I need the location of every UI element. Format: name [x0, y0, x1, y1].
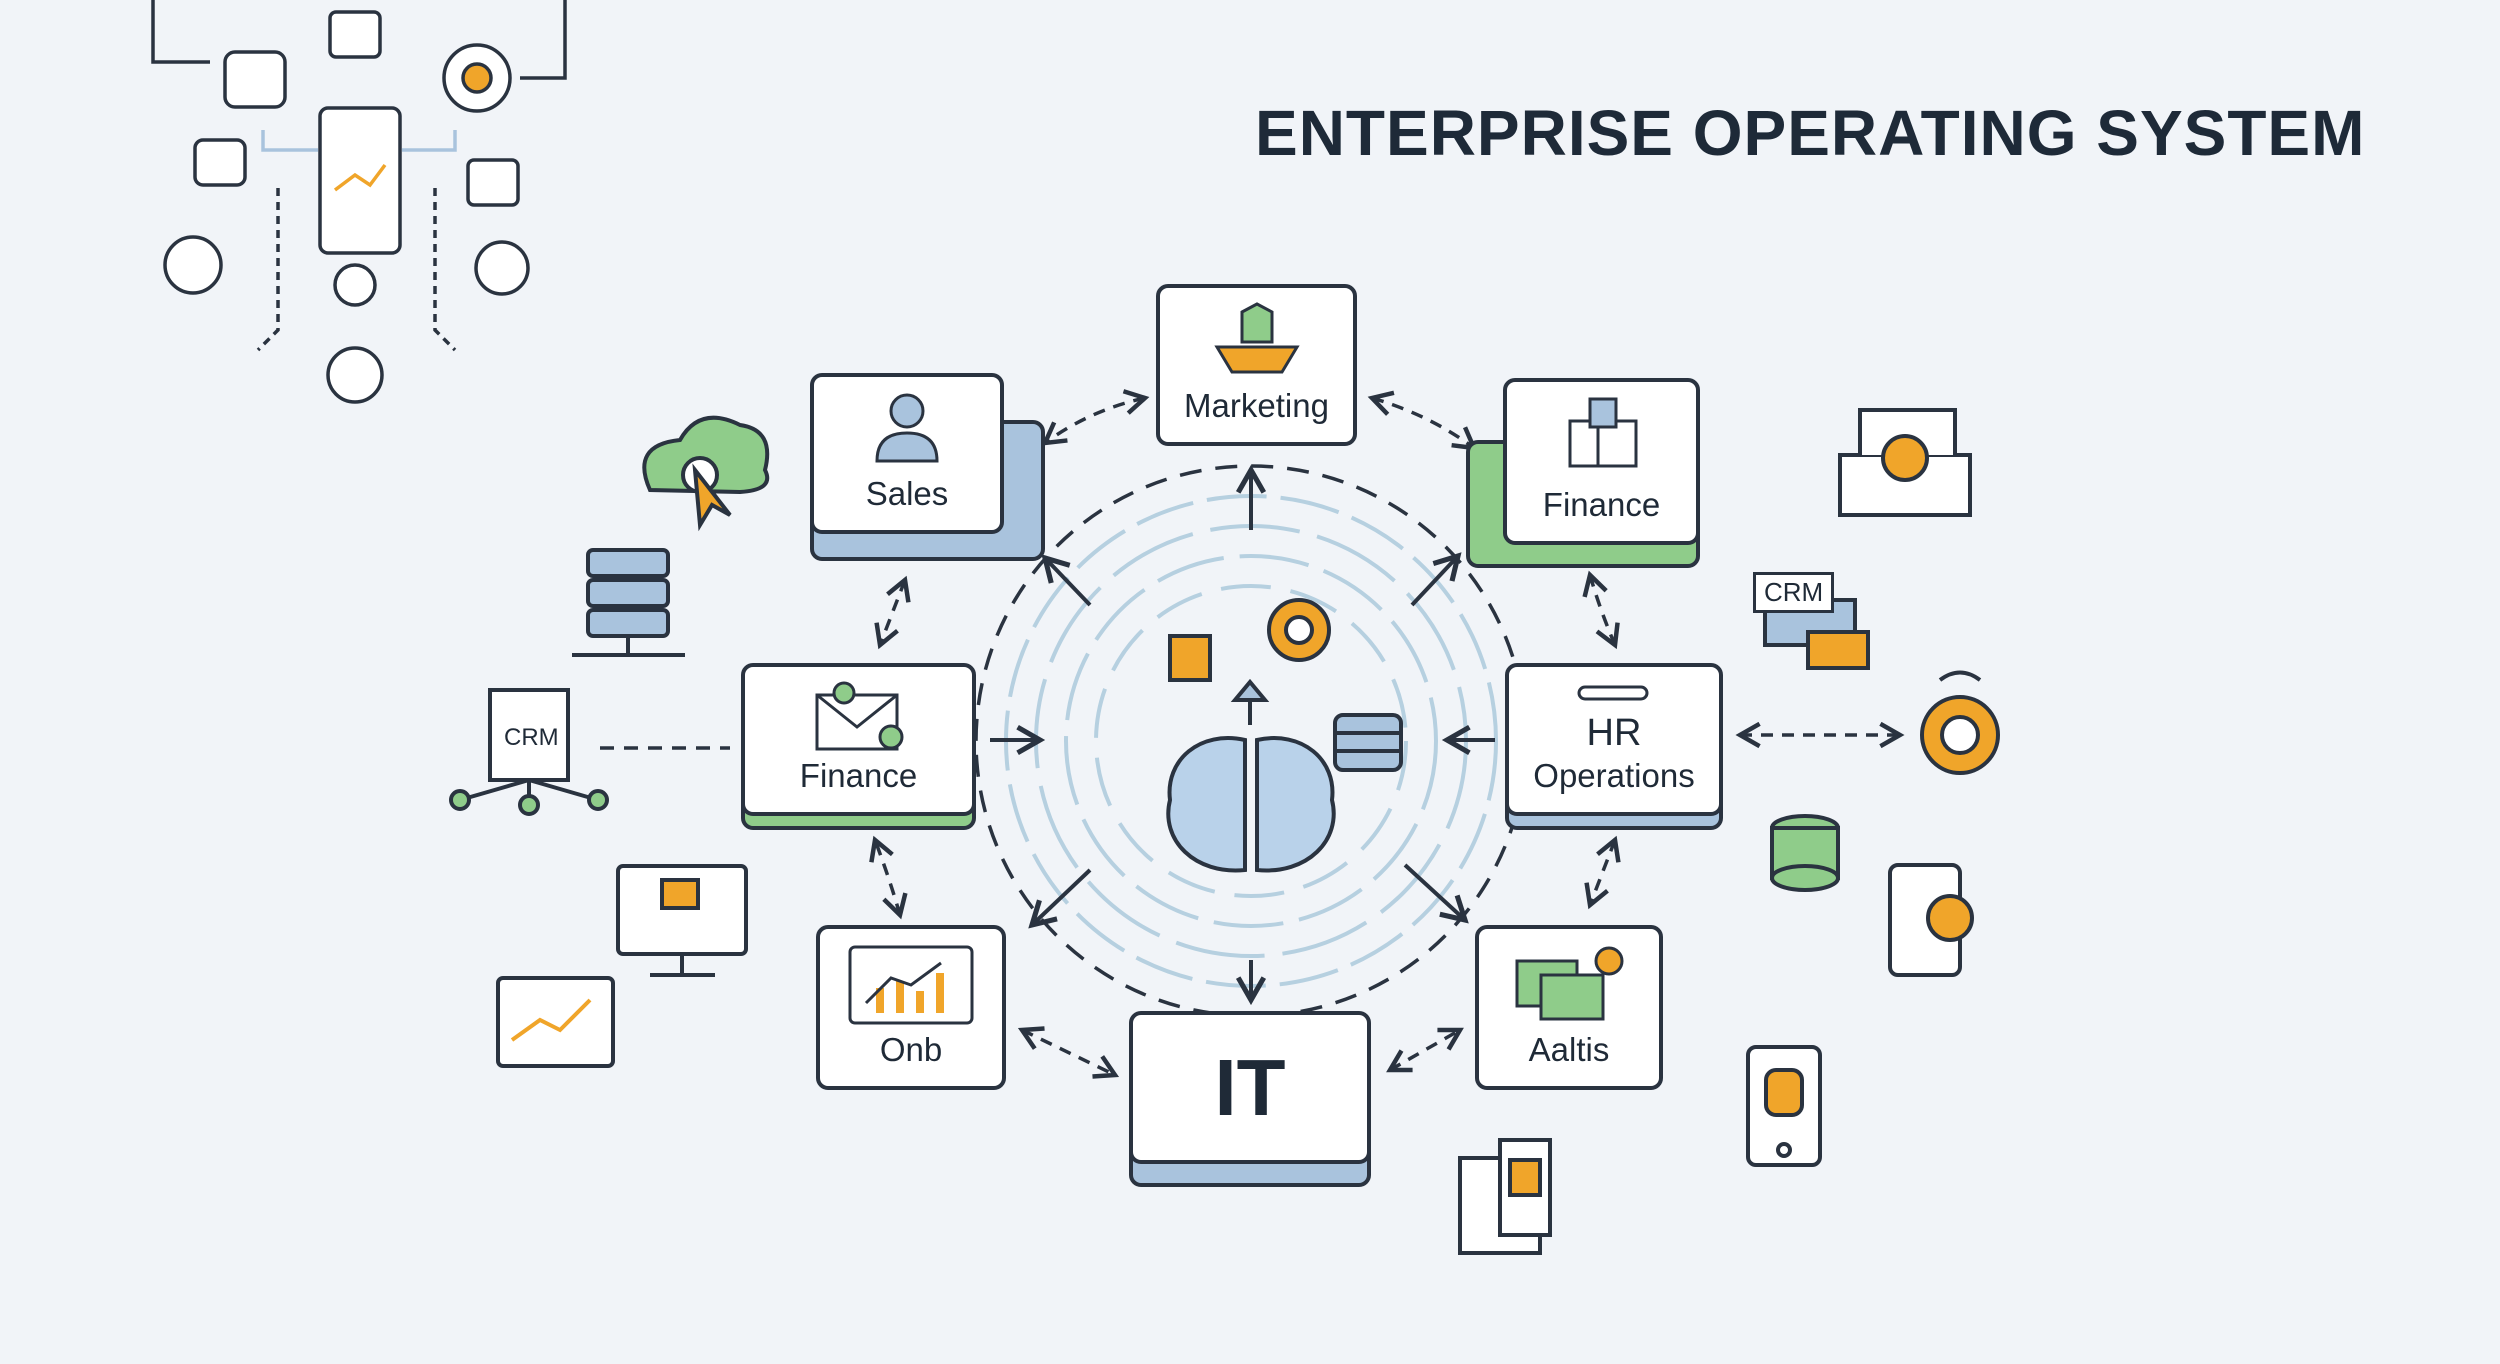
documents-icon	[1568, 397, 1637, 468]
monitor-icon	[616, 864, 748, 977]
central-hub-rings	[1004, 494, 1498, 988]
cloud-icon	[642, 415, 770, 532]
database-icon	[1333, 713, 1403, 772]
security-chest-icon	[1838, 408, 1972, 517]
node-it[interactable]: IT	[1129, 1011, 1371, 1164]
server-icon	[572, 548, 685, 657]
hub-arrows	[990, 464, 1495, 1006]
node-label: Marketing	[1184, 387, 1329, 425]
crm-right-label: CRM	[1753, 572, 1835, 613]
documents-icon	[1458, 1138, 1552, 1255]
up-arrow-icon	[1230, 678, 1270, 725]
dashed-connectors	[869, 389, 1905, 1079]
node-sales[interactable]: Sales	[810, 373, 1004, 534]
node-label: IT	[1214, 1042, 1286, 1132]
workflow-diagram-icon	[151, 0, 567, 404]
phone-icon	[1746, 1045, 1822, 1167]
team-icon	[1213, 302, 1300, 374]
node-marketing[interactable]: Marketing	[1156, 284, 1357, 446]
node-finance-left[interactable]: Finance	[741, 663, 976, 816]
node-hr-operations[interactable]: HR Operations	[1505, 663, 1723, 816]
central-dashed-ring	[974, 464, 1528, 1018]
person-icon	[875, 393, 939, 463]
pipe-icon	[1577, 685, 1649, 701]
analytics-monitor-icon	[848, 945, 974, 1025]
tablet-gear-icon	[1888, 863, 1974, 977]
gear-icon	[1920, 670, 2000, 775]
chart-monitor-icon	[496, 976, 615, 1068]
database-green-icon	[1770, 814, 1840, 892]
document-icon	[1168, 634, 1212, 682]
brain-icon	[1166, 736, 1336, 873]
crm-left-label: CRM	[504, 724, 559, 751]
node-label: Finance	[1542, 486, 1661, 524]
crm-network-icon	[449, 688, 609, 816]
node-finance-top[interactable]: Finance	[1503, 378, 1700, 545]
envelope-gear-icon	[815, 681, 903, 751]
gear-bulb-icon	[1267, 598, 1331, 662]
node-label: Aaltis	[1528, 1031, 1610, 1069]
node-onb[interactable]: Onb	[816, 925, 1006, 1090]
node-label-hr: HR	[1586, 711, 1642, 754]
envelope-gear-icon	[1515, 946, 1624, 1021]
page-title: ENTERPRISE OPERATING SYSTEM	[1255, 97, 2366, 169]
node-label: Onb	[879, 1031, 943, 1069]
node-label: Finance	[799, 757, 918, 795]
node-label: Sales	[865, 475, 949, 513]
node-label-operations: Operations	[1533, 757, 1695, 795]
node-aaltis[interactable]: Aaltis	[1475, 925, 1663, 1090]
